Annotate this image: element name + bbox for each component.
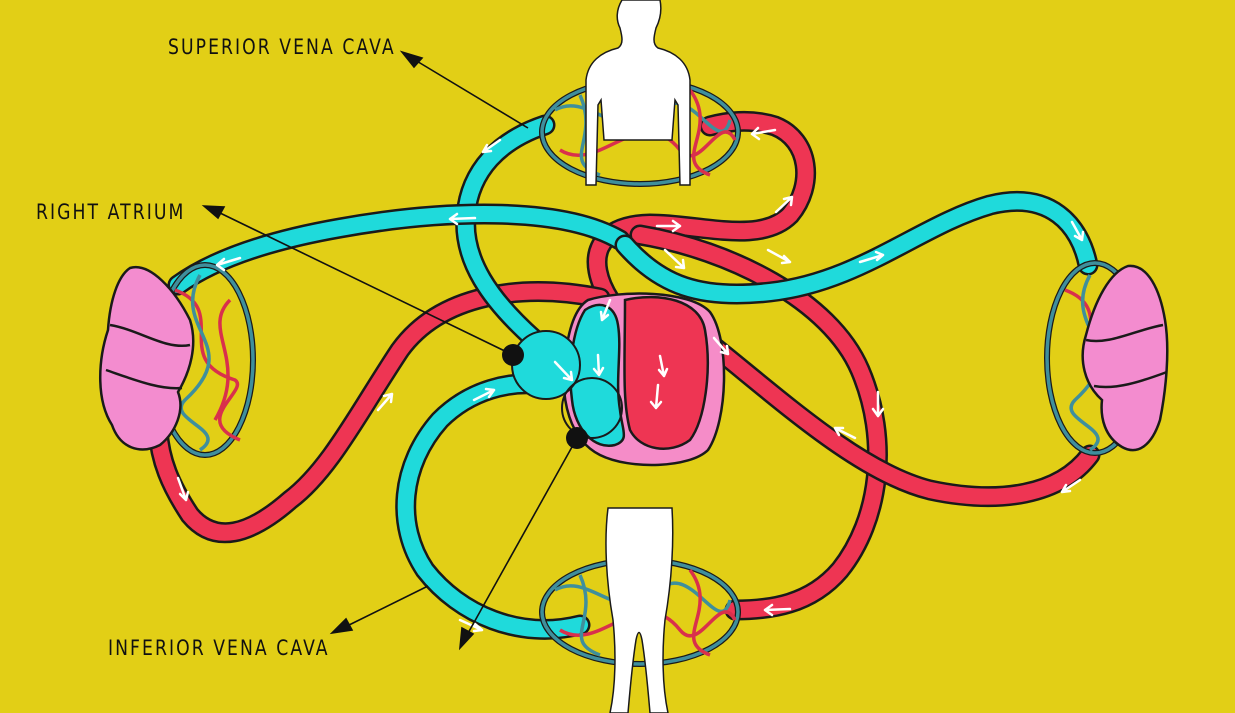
heart bbox=[562, 292, 726, 467]
right-atrium-label: RIGHT ATRIUM bbox=[36, 200, 186, 224]
inferior-vena-cava-label: INFERIOR VENA CAVA bbox=[108, 636, 330, 660]
left-lung bbox=[99, 265, 195, 451]
right-lung bbox=[1081, 264, 1169, 452]
chamber-circles bbox=[511, 330, 623, 439]
upper-body-silhouette bbox=[585, 0, 691, 186]
flow-arrows bbox=[176, 126, 1085, 633]
right-ventricle-circle bbox=[561, 377, 623, 439]
right-ventricle-marker-dot bbox=[566, 427, 588, 449]
superior-vena-cava-label: SUPERIOR VENA CAVA bbox=[168, 35, 396, 59]
lower-body-silhouette bbox=[605, 507, 674, 713]
right-atrium-marker-dot bbox=[502, 344, 524, 366]
annotation-pointers bbox=[201, 50, 578, 651]
